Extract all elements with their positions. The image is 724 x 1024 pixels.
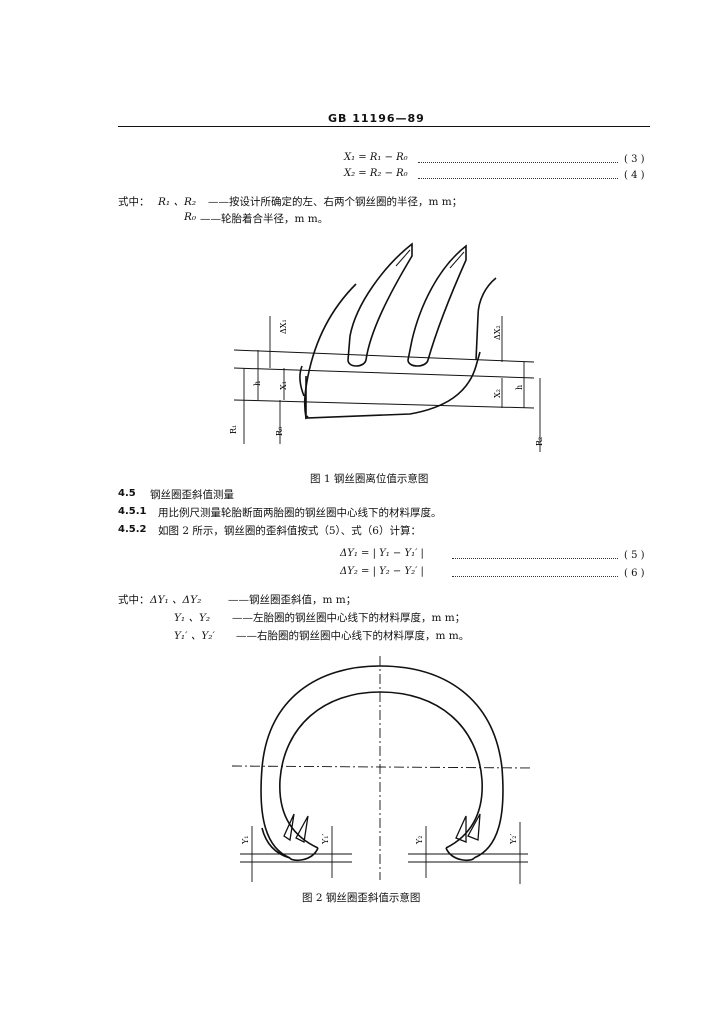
equation-4: X₂ = R₂ − R₀ (344, 168, 408, 179)
label-y2p: Y₂′ (509, 834, 518, 845)
equation-6: ΔY₂ = | Y₂ − Y₂′ | (340, 566, 424, 577)
where-terms-dy: ΔY₁ 、ΔY₂ (150, 594, 202, 606)
section-title-4-5: 钢丝圈歪斜值测量 (150, 489, 234, 501)
label-y2: Y₂ (415, 836, 424, 846)
where-desc-r1-r2: ——按设计所确定的左、右两个钢丝圈的半径，m m； (208, 196, 463, 208)
leader-dots (452, 576, 618, 577)
section-number-4-5-1: 4.5.1 (118, 506, 147, 517)
label-r0: R₀ (275, 427, 284, 436)
leader-dots (452, 558, 618, 559)
bead-outer-left (303, 283, 357, 420)
bead-wire-right-2 (467, 813, 481, 841)
tire-inner-contour (279, 691, 483, 849)
bead-outer-right (475, 277, 497, 361)
reference-line-top (233, 349, 535, 363)
where-desc-yp: ——右胎圈的钢丝圈中心线下的材料厚度，m m。 (236, 630, 470, 642)
figure-1-diagram: ΔX₁ h X₁ R₁ R₀ ΔX₂ X₂ h R₂ (229, 242, 544, 452)
leader-dots (418, 162, 618, 163)
where-desc-dy: ——钢丝圈歪斜值，m m； (228, 594, 357, 606)
where-terms-r0: R₀ (184, 211, 197, 223)
label-r1: R₁ (229, 425, 238, 434)
equation-number-4: ( 4 ) (624, 170, 645, 181)
standard-code: GB 11196—89 (328, 112, 425, 125)
where-desc-r0: ——轮胎着合半径，m m。 (200, 213, 329, 225)
label-y1: Y₁ (241, 836, 250, 846)
label-x2: X₂ (493, 389, 502, 398)
label-dx1: ΔX₁ (279, 319, 288, 334)
section-number-4-5: 4.5 (118, 488, 136, 499)
label-h-right: h (515, 385, 524, 390)
equation-number-6: ( 6 ) (624, 568, 645, 579)
where-terms-yp: Y₁′ 、Y₂′ (174, 630, 215, 642)
where-lead: 式中： (118, 594, 150, 606)
equation-number-5: ( 5 ) (624, 550, 645, 561)
label-h-left: h (253, 381, 262, 386)
centerline-horizontal (232, 765, 532, 769)
bead-wire-right-1 (455, 815, 467, 843)
where-desc-y: ——左胎圈的钢丝圈中心线下的材料厚度，m m； (232, 612, 466, 624)
figure-1-caption: 图 1 钢丝圈离位值示意图 (310, 473, 429, 485)
where-lead: 式中： (118, 196, 150, 208)
equation-3: X₁ = R₁ − R₀ (344, 152, 408, 163)
section-number-4-5-2: 4.5.2 (118, 524, 147, 535)
figure-2-diagram: Y₁ Y₁′ Y₂ Y₂′ (232, 656, 532, 884)
label-x1: X₁ (279, 381, 288, 390)
figure-2-caption: 图 2 钢丝圈歪斜值示意图 (302, 892, 421, 904)
reference-line-bottom (233, 399, 535, 409)
leader-dots (418, 178, 618, 179)
label-y1p: Y₁′ (321, 834, 330, 845)
where-terms-y: Y₁ 、Y₂ (174, 612, 211, 624)
where-terms-r1-r2: R₁ 、R₂ (158, 196, 197, 208)
tire-outer-contour (260, 665, 504, 859)
equation-number-3: ( 3 ) (624, 154, 645, 165)
header-rule (118, 126, 650, 127)
bead-wire-right (407, 244, 467, 367)
bead-base (305, 351, 481, 419)
section-text-4-5-2: 如图 2 所示，钢丝圈的歪斜值按式（5）、式（6）计算： (158, 525, 421, 537)
label-dx2: ΔX₂ (493, 325, 502, 340)
bead-wire-left (347, 242, 413, 367)
equation-5: ΔY₁ = | Y₁ − Y₁′ | (340, 548, 424, 559)
bead-wire-left-1 (283, 813, 295, 842)
reference-line-mid (233, 367, 535, 379)
label-r2: R₂ (535, 437, 544, 446)
bead-wire-left-2 (295, 815, 309, 843)
section-text-4-5-1: 用比例尺测量轮胎断面两胎圈的钢丝圈中心线下的材料厚度。 (158, 507, 442, 519)
